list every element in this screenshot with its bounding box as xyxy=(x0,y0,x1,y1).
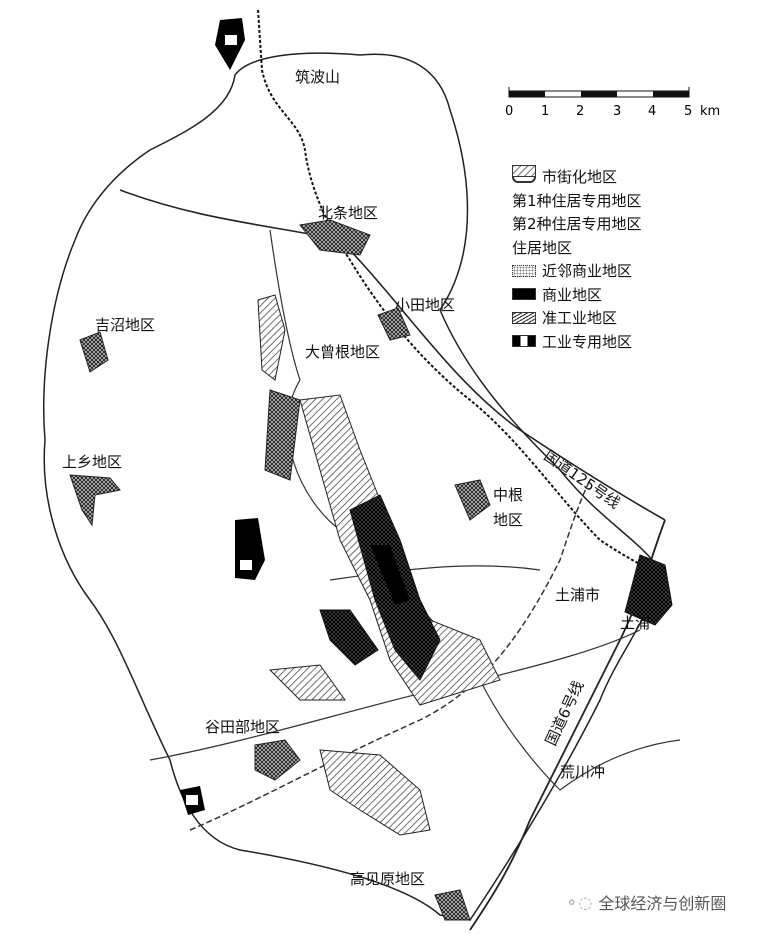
zone-residential xyxy=(299,394,501,706)
zone-residential-1 xyxy=(264,389,301,481)
legend-label: 住居地区 xyxy=(512,238,573,257)
place-label: 上乡地区 xyxy=(62,453,123,471)
legend-label: 准工业地区 xyxy=(542,309,618,328)
legend-label: 第2种住居专用地区 xyxy=(512,215,642,234)
zone-commercial xyxy=(370,545,410,605)
legend-item: 住居地区 xyxy=(512,165,642,260)
place-label: 吉沼地区 xyxy=(95,316,156,334)
scale-tick: 2 xyxy=(576,104,585,119)
dense-hatch-swatch-icon xyxy=(512,311,536,324)
zone-residential-1 xyxy=(268,664,346,701)
scale-tick: 0 xyxy=(505,104,514,119)
scale-bar: 0 1 2 3 4 5 km xyxy=(505,86,720,119)
place-label: 地区 xyxy=(493,511,524,529)
zone-residential-1 xyxy=(69,474,121,527)
legend-item: 准工业地区 xyxy=(512,306,642,330)
road xyxy=(329,565,541,581)
place-label: 大曾根地区 xyxy=(305,343,381,361)
wechat-icon: ⚬◌ xyxy=(565,892,593,912)
dots-swatch-icon xyxy=(512,264,536,277)
place-label: 荒川冲 xyxy=(560,763,606,781)
zone-residential-1 xyxy=(454,479,491,521)
zone-residential-2 xyxy=(319,609,379,666)
road-route125 xyxy=(119,189,666,521)
legend: 市街化地区 第1种住居专用地区 第2种住居专用地区 住居地区 近邻商业地区 商业… xyxy=(512,165,642,353)
scale-tick: 1 xyxy=(541,104,550,119)
zone-residential-1 xyxy=(299,219,371,256)
road xyxy=(479,679,681,791)
zone-residential xyxy=(319,749,431,836)
railway-tsukuba xyxy=(189,479,591,831)
place-label: 土浦市 xyxy=(555,586,601,604)
legend-label: 市街化地区 xyxy=(542,168,618,187)
scale-tick: 3 xyxy=(613,104,622,119)
zone-residential-1 xyxy=(254,739,301,781)
zone-residential-1 xyxy=(434,889,471,921)
legend-item: 工业专用地区 xyxy=(512,330,642,354)
scale-tick: 4 xyxy=(648,104,657,119)
legend-item: 第2种住居专用地区 xyxy=(512,165,642,236)
zone-residential-1 xyxy=(624,554,673,626)
industrial-mark xyxy=(240,560,252,570)
legend-item: 近邻商业地区 xyxy=(512,259,642,283)
solid-swatch-icon xyxy=(512,288,536,301)
place-label: 北条地区 xyxy=(318,204,379,222)
legend-label: 商业地区 xyxy=(542,285,603,304)
legend-label: 工业专用地区 xyxy=(542,332,633,351)
place-label: 土浦 xyxy=(620,614,651,632)
legend-item: 第1种住居专用地区 xyxy=(512,165,642,213)
place-label: 中根 xyxy=(493,486,524,504)
industrial-mark xyxy=(225,35,237,45)
zone-residential xyxy=(257,294,286,381)
legend-item: 商业地区 xyxy=(512,283,642,307)
hatch-swatch-icon xyxy=(512,165,536,177)
place-label: 筑波山 xyxy=(295,68,341,86)
scale-tick: 5 xyxy=(684,104,693,119)
watermark-text: 全球经济与创新圈 xyxy=(598,894,727,913)
watermark: ⚬◌ 全球经济与创新圈 xyxy=(565,890,726,914)
industrial-swatch-icon xyxy=(512,335,536,348)
legend-label: 第1种住居专用地区 xyxy=(512,191,642,210)
zone-industrial xyxy=(235,518,265,580)
place-label: 高见原地区 xyxy=(350,870,426,888)
zone-residential-1 xyxy=(79,331,109,373)
legend-label: 近邻商业地区 xyxy=(542,262,633,281)
industrial-mark xyxy=(186,795,198,805)
place-label: 谷田部地区 xyxy=(205,718,281,736)
scale-unit: km xyxy=(700,104,721,119)
zone-residential-1 xyxy=(377,307,411,341)
place-label: 小田地区 xyxy=(395,296,456,314)
